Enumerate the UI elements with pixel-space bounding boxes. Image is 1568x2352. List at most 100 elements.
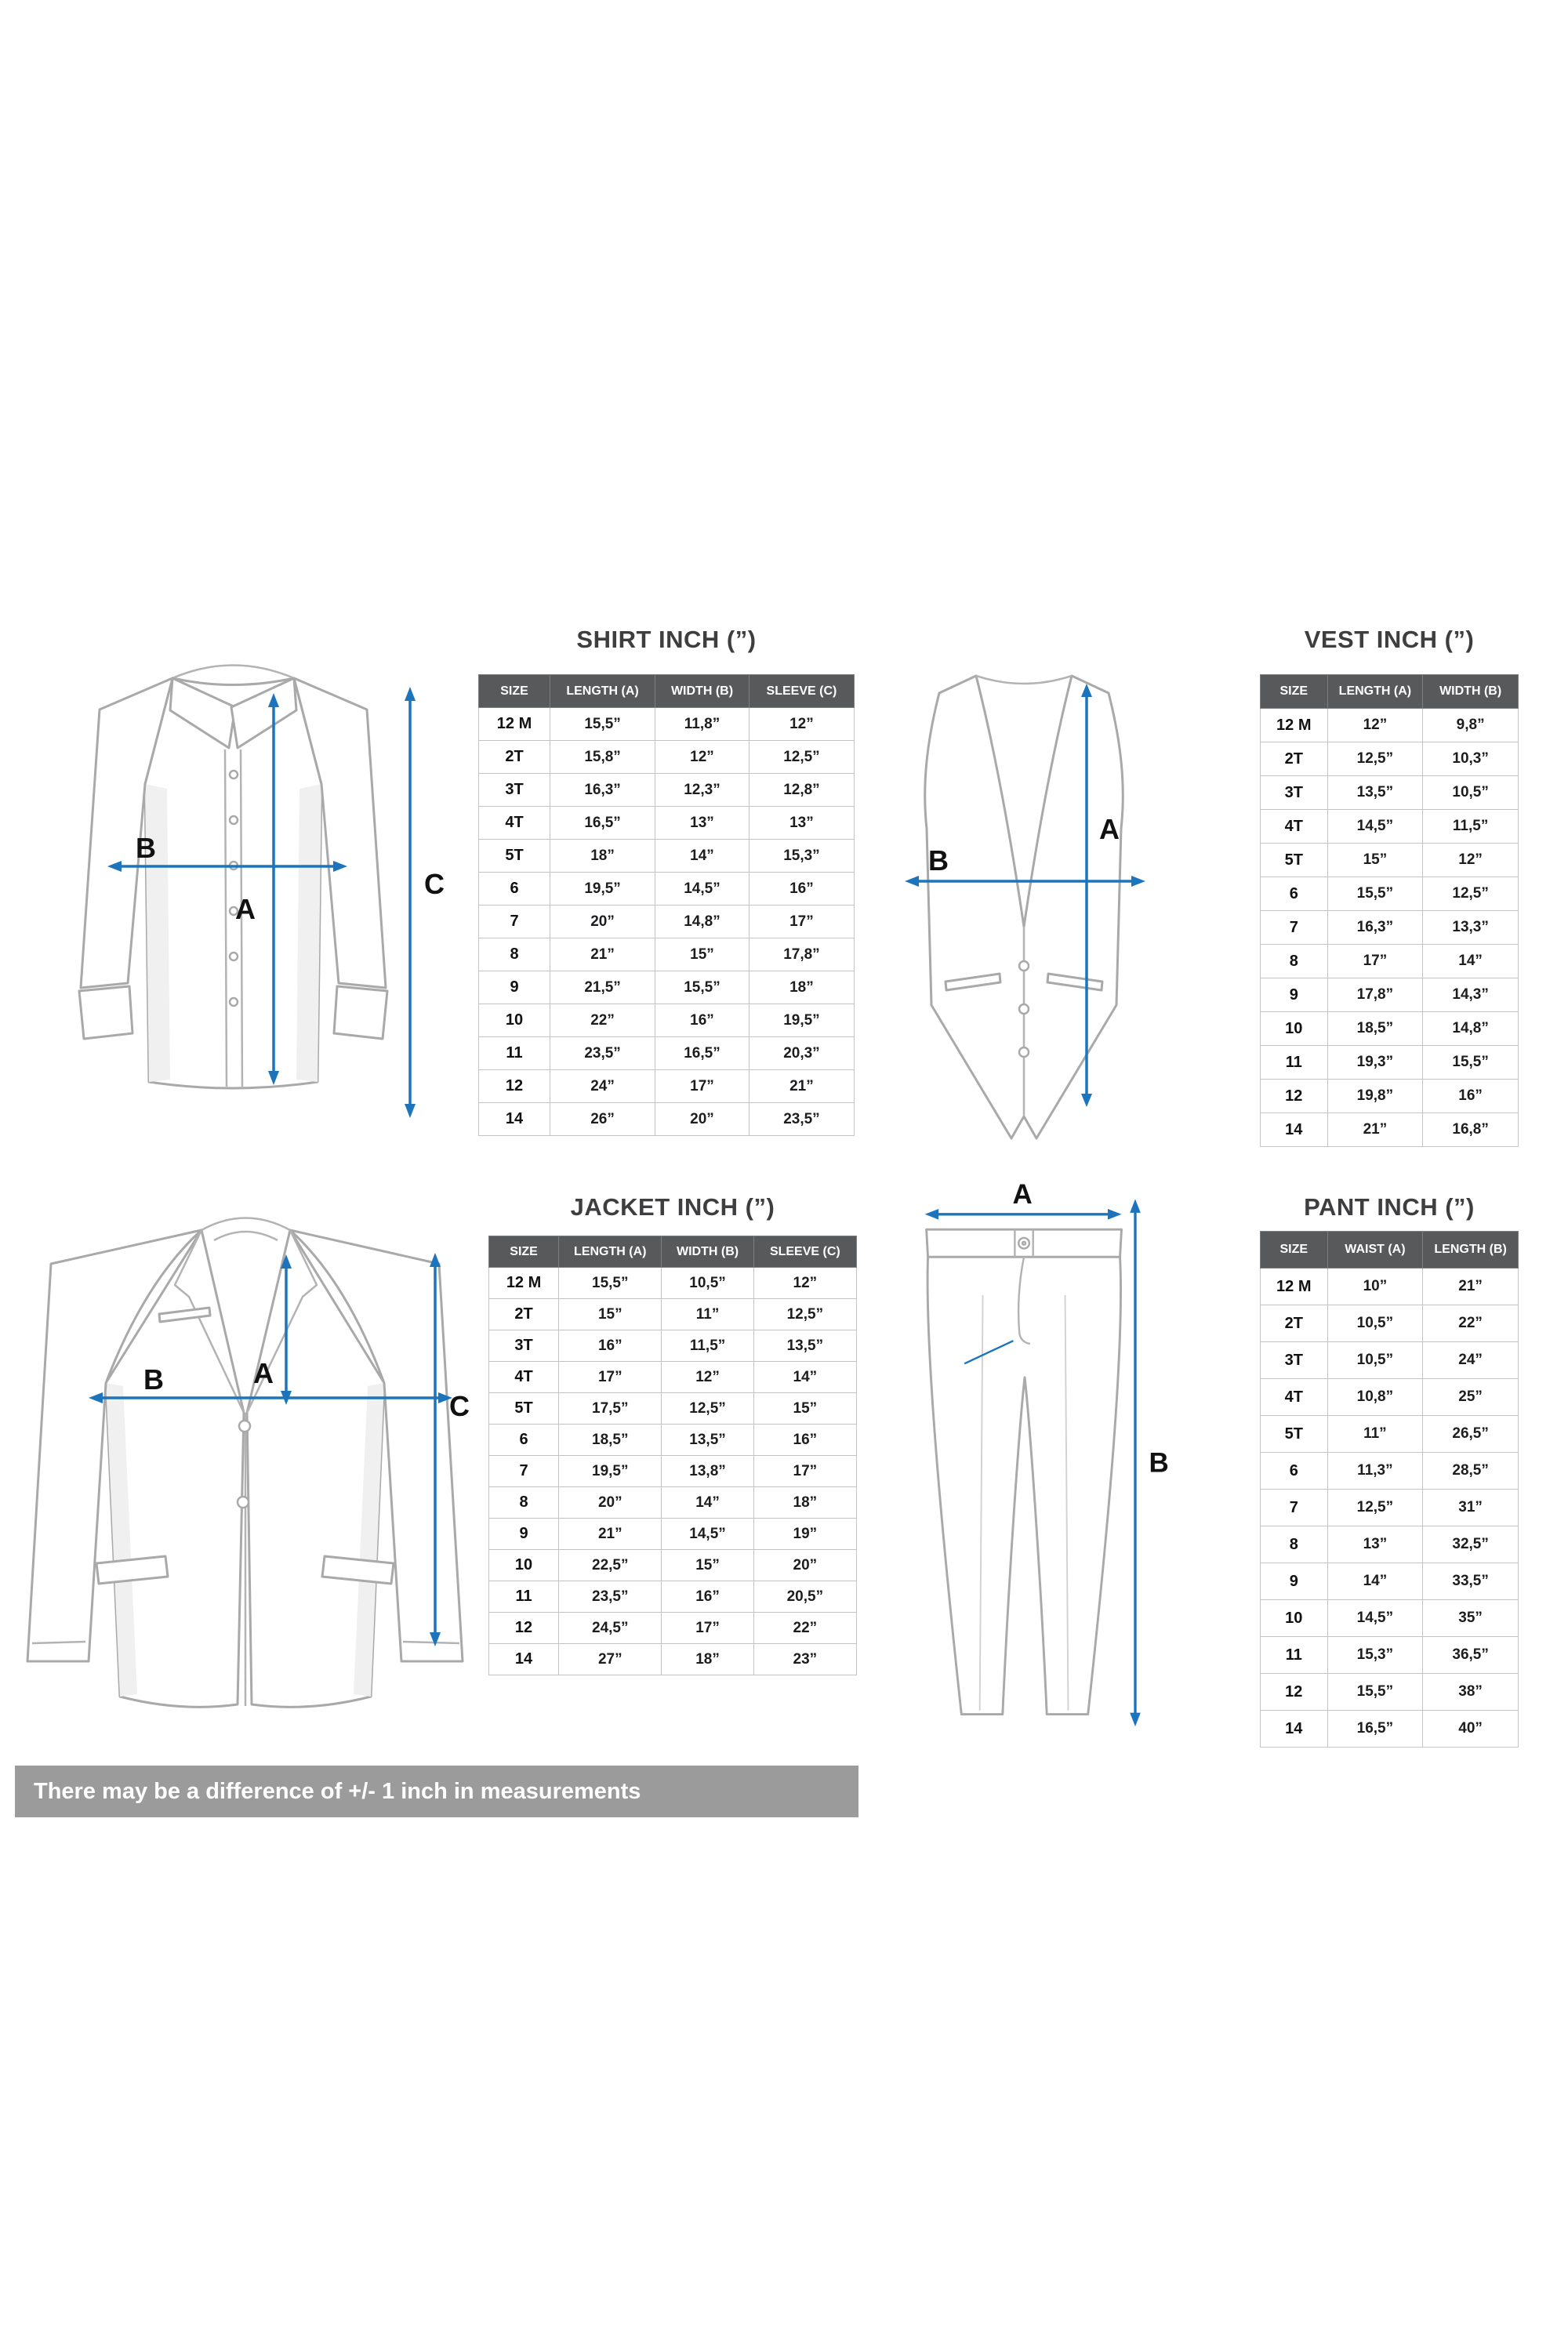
size-cell: 14 [1260, 1710, 1328, 1748]
size-cell: 10 [478, 1004, 550, 1037]
measurement-cell: 14” [655, 839, 750, 873]
shirt-right-cuff [332, 985, 389, 1040]
measurement-cell: 27” [558, 1643, 662, 1675]
measurement-cell: 31” [1422, 1489, 1519, 1526]
measurement-cell: 20” [655, 1102, 750, 1136]
pant-length-arrow-b: B [1130, 1199, 1169, 1727]
shirt-diagram: A B C [78, 664, 445, 1118]
measurement-cell: 18,5” [1327, 1011, 1424, 1046]
measurement-cell: 25” [1422, 1378, 1519, 1416]
measurement-cell: 16” [748, 872, 855, 906]
pant-label-a: A [1012, 1181, 1032, 1210]
measurement-cell: 17” [748, 905, 855, 938]
column-header: LENGTH (A) [1327, 674, 1424, 709]
jacket-width-arrow-b: B [89, 1363, 452, 1403]
size-cell: 12 M [1260, 1268, 1328, 1305]
measurement-cell: 16,8” [1422, 1112, 1519, 1147]
pant-waist-arrow-a: A [924, 1181, 1122, 1220]
measurement-cell: 20” [549, 905, 656, 938]
measurement-cell: 12” [655, 740, 750, 774]
measurement-cell: 16” [661, 1581, 754, 1613]
measurement-cell: 35” [1422, 1599, 1519, 1637]
measurement-cell: 17,5” [558, 1392, 662, 1425]
measurement-cell: 14,8” [655, 905, 750, 938]
size-cell: 10 [1260, 1599, 1328, 1637]
measurement-cell: 14,5” [655, 872, 750, 906]
measurement-cell: 12,5” [1327, 742, 1424, 776]
size-cell: 12 [1260, 1673, 1328, 1711]
vest-width-arrow-b: B [905, 844, 1145, 887]
measurement-cell: 12,8” [748, 773, 855, 807]
measurement-cell: 16” [753, 1424, 858, 1456]
size-cell: 11 [1260, 1045, 1328, 1080]
measurement-cell: 11” [1327, 1415, 1424, 1453]
measurement-cell: 15,5” [655, 971, 750, 1004]
measurement-cell: 15,5” [1327, 1673, 1424, 1711]
column-header: LENGTH (A) [549, 674, 656, 708]
size-cell: 3T [1260, 1341, 1328, 1379]
size-cell: 8 [1260, 944, 1328, 978]
shirt-right-sleeve [292, 677, 387, 989]
measurement-cell: 36,5” [1422, 1636, 1519, 1674]
measurement-cell: 10,3” [1422, 742, 1519, 776]
measurement-cell: 24,5” [558, 1612, 662, 1644]
measurement-cell: 14,5” [661, 1518, 754, 1550]
shirt-label-a: A [235, 893, 256, 925]
measurement-cell: 17” [753, 1455, 858, 1487]
measurement-cell: 19,5” [748, 1004, 855, 1037]
measurement-cell: 16,3” [1327, 910, 1424, 945]
size-cell: 5T [478, 839, 550, 873]
size-cell: 9 [478, 971, 550, 1004]
measurement-cell: 16” [655, 1004, 750, 1037]
size-cell: 12 [478, 1069, 550, 1103]
column-header: SLEEVE (C) [753, 1236, 858, 1268]
measurement-cell: 21,5” [549, 971, 656, 1004]
size-cell: 12 M [488, 1267, 560, 1299]
measurement-cell: 10,5” [1422, 775, 1519, 810]
measurement-cell: 26” [549, 1102, 656, 1136]
measurement-cell: 14,5” [1327, 1599, 1424, 1637]
size-cell: 11 [1260, 1636, 1328, 1674]
measurement-cell: 17” [655, 1069, 750, 1103]
size-cell: 14 [1260, 1112, 1328, 1147]
measurement-cell: 14,5” [1327, 809, 1424, 844]
measurement-cell: 22” [753, 1612, 858, 1644]
size-cell: 11 [478, 1036, 550, 1070]
measurement-cell: 13,3” [1422, 910, 1519, 945]
measurement-cell: 16,5” [1327, 1710, 1424, 1748]
measurement-cell: 17” [1327, 944, 1424, 978]
measurement-cell: 16” [1422, 1079, 1519, 1113]
jacket-left-front [104, 1229, 245, 1708]
measurement-cell: 19,8” [1327, 1079, 1424, 1113]
size-cell: 14 [488, 1643, 560, 1675]
size-cell: 12 M [1260, 708, 1328, 742]
measurement-cell: 14” [661, 1486, 754, 1519]
pant-label-b: B [1149, 1447, 1169, 1478]
size-cell: 9 [1260, 1563, 1328, 1600]
measurement-cell: 28,5” [1422, 1452, 1519, 1490]
measurement-cell: 18” [748, 971, 855, 1004]
measurement-cell: 12,5” [661, 1392, 754, 1425]
jacket-left-pocket [95, 1555, 169, 1585]
jacket-right-sleeve [289, 1229, 464, 1663]
